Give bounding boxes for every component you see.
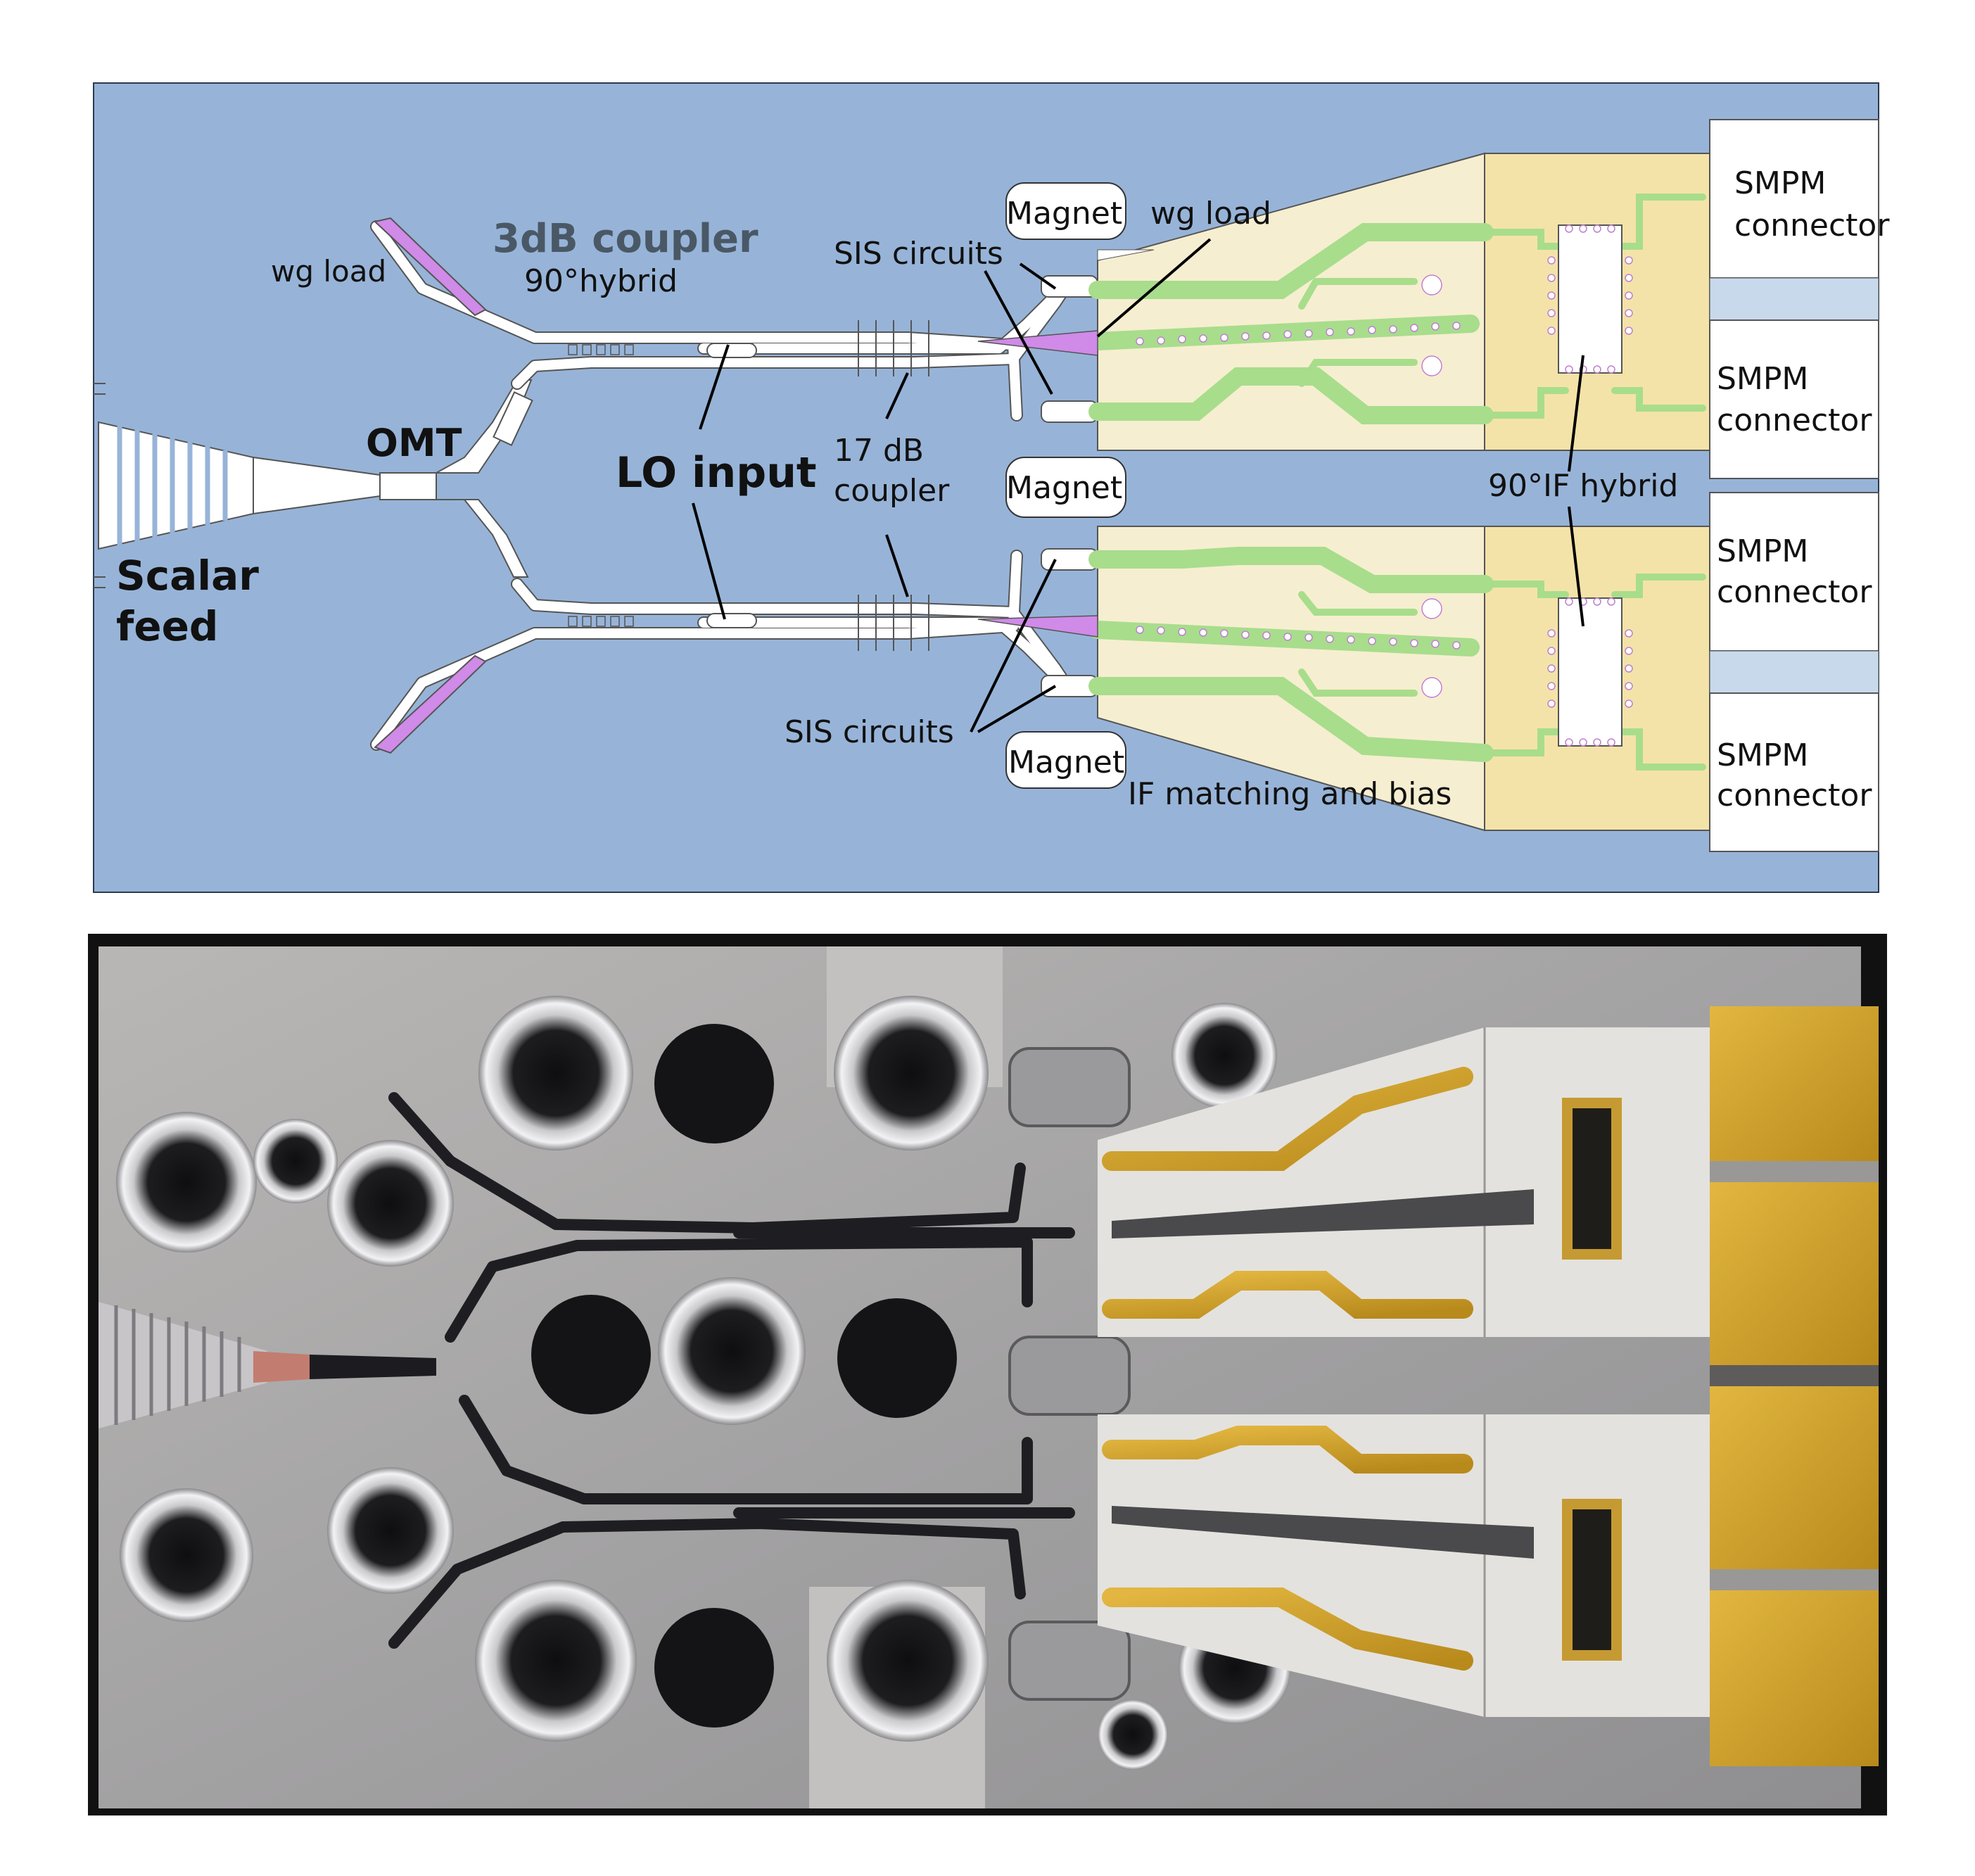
label-17db: 17 dB [834, 433, 924, 469]
label-if-hybrid: 90°IF hybrid [1488, 468, 1678, 504]
photo-magnet-pockets [1008, 1047, 1131, 1701]
label-magnet-top: Magnet [1006, 196, 1122, 232]
photo-if-hybrid-chips [1562, 1098, 1622, 1661]
label-coupler: coupler [834, 473, 950, 509]
label-smpm-3: SMPM [1717, 533, 1808, 569]
mixer-block-schematic: wg load 3dB coupler 90°hybrid OMT LO inp… [93, 82, 1890, 893]
label-smpm-4: SMPM [1717, 737, 1808, 773]
photo-if-boards [1098, 1027, 1710, 1717]
photo-screw-holes [116, 996, 1291, 1770]
photo-probe-strips [1112, 1189, 1534, 1559]
lo-input-ports [706, 343, 757, 628]
label-smpm-4-connector: connector [1717, 778, 1872, 813]
magnet-top [1005, 182, 1126, 240]
magnet-bottom [1005, 731, 1126, 789]
label-wg-load-right: wg load [1150, 196, 1271, 232]
coupler-3db-slots [568, 344, 634, 627]
label-magnet-middle: Magnet [1006, 470, 1122, 506]
label-smpm-2-connector: connector [1717, 403, 1872, 438]
label-3db-coupler: 3dB coupler [493, 216, 758, 262]
scalar-feed-horn [94, 383, 381, 588]
photo-smpm-connectors [1710, 1006, 1879, 1766]
waveguide-channels-fill [371, 222, 1074, 749]
omt-structure [379, 379, 533, 578]
label-sis-circuits-bottom: SIS circuits [785, 714, 954, 750]
photo-gold-traces [1102, 1067, 1473, 1671]
label-omt: OMT [366, 421, 462, 465]
if-traces-thin [1298, 194, 1706, 771]
if-hybrid-chip-top [1547, 224, 1633, 374]
label-smpm-2: SMPM [1717, 361, 1808, 397]
label-wg-load-left: wg load [271, 254, 386, 289]
label-sis-circuits-top: SIS circuits [834, 236, 1003, 272]
label-lo-input: LO input [616, 448, 817, 497]
photo-feed-horn [99, 1302, 436, 1428]
if-hybrid-chip-bottom [1547, 597, 1633, 747]
coupler-17db-slots [858, 320, 929, 651]
label-magnet-bottom: Magnet [1008, 744, 1124, 780]
smpm-connector-slots [1709, 119, 1879, 852]
photo-channels [388, 1092, 1075, 1649]
via-dots [1136, 274, 1461, 698]
label-smpm-1-connector: connector [1734, 208, 1890, 243]
wg-load-left [373, 217, 487, 754]
wg-load-right [977, 330, 1098, 638]
label-smpm-1: SMPM [1734, 165, 1826, 201]
label-smpm-3-connector: connector [1717, 574, 1872, 610]
label-feed: feed [116, 602, 218, 650]
label-90-hybrid: 90°hybrid [524, 263, 678, 299]
label-scalar: Scalar [116, 552, 259, 600]
magnet-middle [1005, 457, 1126, 518]
label-if-matching: IF matching and bias [1128, 776, 1452, 812]
leader-lines [692, 238, 1585, 733]
